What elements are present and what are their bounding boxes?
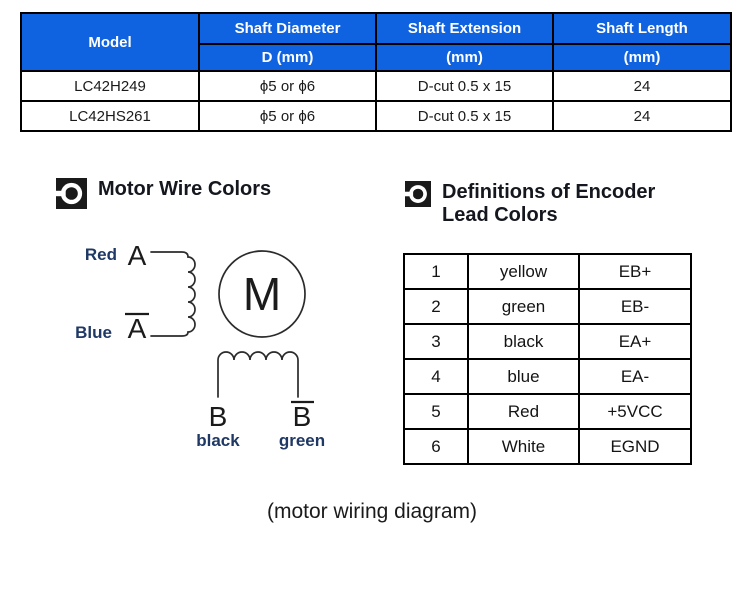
section-title: Definitions of Encoder Lead Colors — [442, 181, 655, 227]
table-row: LC42HS261 ϕ5 or ϕ6 D-cut 0.5 x 15 24 — [20, 100, 732, 132]
pin-cell: 5 — [403, 393, 469, 430]
spec-header-shaft-extension: Shaft Extension — [375, 12, 554, 45]
phase-a-bar-terminal: A — [128, 313, 147, 344]
table-row: LC42H249 ϕ5 or ϕ6 D-cut 0.5 x 15 24 — [20, 70, 732, 102]
motor-circle — [218, 250, 306, 338]
phase-b-color-label: black — [196, 431, 240, 450]
signal-cell: EA+ — [578, 323, 692, 360]
encoder-lead-colors-heading: Definitions of Encoder Lead Colors — [405, 181, 655, 227]
bullseye-icon — [405, 181, 431, 207]
color-cell: black — [467, 323, 580, 360]
spec-header-diameter-unit: D (mm) — [198, 43, 377, 72]
signal-cell: +5VCC — [578, 393, 692, 430]
table-row: 6 White EGND — [403, 428, 692, 465]
section-title-line2: Lead Colors — [442, 204, 558, 226]
spec-extension-cell: D-cut 0.5 x 15 — [375, 70, 554, 102]
table-row: 5 Red +5VCC — [403, 393, 692, 430]
motor-wiring-diagram: M Red A Blue A B black B green — [75, 240, 325, 450]
pin-cell: 1 — [403, 253, 469, 290]
spec-header-shaft-length: Shaft Length — [552, 12, 732, 45]
section-title: Motor Wire Colors — [98, 178, 272, 200]
spec-model-cell: LC42HS261 — [20, 100, 200, 132]
signal-cell: EGND — [578, 428, 692, 465]
color-cell: White — [467, 428, 580, 465]
pin-cell: 6 — [403, 428, 469, 465]
table-row: 3 black EA+ — [403, 323, 692, 360]
motor-symbol: M — [243, 268, 281, 320]
table-row: 2 green EB- — [403, 288, 692, 325]
spec-diameter-cell: ϕ5 or ϕ6 — [198, 70, 377, 102]
spec-model-cell: LC42H249 — [20, 70, 200, 102]
pin-cell: 4 — [403, 358, 469, 395]
encoder-lead-table: 1 yellow EB+ 2 green EB- 3 black EA+ 4 b… — [403, 253, 692, 465]
phase-b-coil — [217, 351, 299, 398]
color-cell: yellow — [467, 253, 580, 290]
spec-extension-cell: D-cut 0.5 x 15 — [375, 100, 554, 132]
phase-a-coil — [150, 251, 196, 337]
table-row: 4 blue EA- — [403, 358, 692, 395]
spec-header-length-unit: (mm) — [552, 43, 732, 72]
spec-header-extension-unit: (mm) — [375, 43, 554, 72]
color-cell: blue — [467, 358, 580, 395]
phase-a-terminal: A — [128, 240, 147, 271]
figure-caption: (motor wiring diagram) — [266, 500, 478, 523]
bullseye-icon — [56, 178, 87, 209]
phase-a-bar-color-label: Blue — [75, 323, 112, 342]
pin-cell: 2 — [403, 288, 469, 325]
spec-header-shaft-diameter: Shaft Diameter — [198, 12, 377, 45]
spec-length-cell: 24 — [552, 70, 732, 102]
spec-header-model: Model — [20, 12, 200, 72]
signal-cell: EB- — [578, 288, 692, 325]
signal-cell: EB+ — [578, 253, 692, 290]
color-cell: green — [467, 288, 580, 325]
pin-cell: 3 — [403, 323, 469, 360]
table-row: 1 yellow EB+ — [403, 253, 692, 290]
spec-diameter-cell: ϕ5 or ϕ6 — [198, 100, 377, 132]
section-title-line1: Definitions of Encoder — [442, 181, 656, 203]
phase-b-bar-color-label: green — [279, 431, 325, 450]
shaft-spec-table: Model Shaft Diameter Shaft Extension Sha… — [20, 12, 732, 132]
motor-wire-colors-heading: Motor Wire Colors — [56, 178, 271, 209]
signal-cell: EA- — [578, 358, 692, 395]
color-cell: Red — [467, 393, 580, 430]
phase-b-terminal: B — [209, 401, 228, 432]
spec-length-cell: 24 — [552, 100, 732, 132]
phase-a-color-label: Red — [85, 245, 117, 264]
phase-b-bar-terminal: B — [293, 401, 312, 432]
